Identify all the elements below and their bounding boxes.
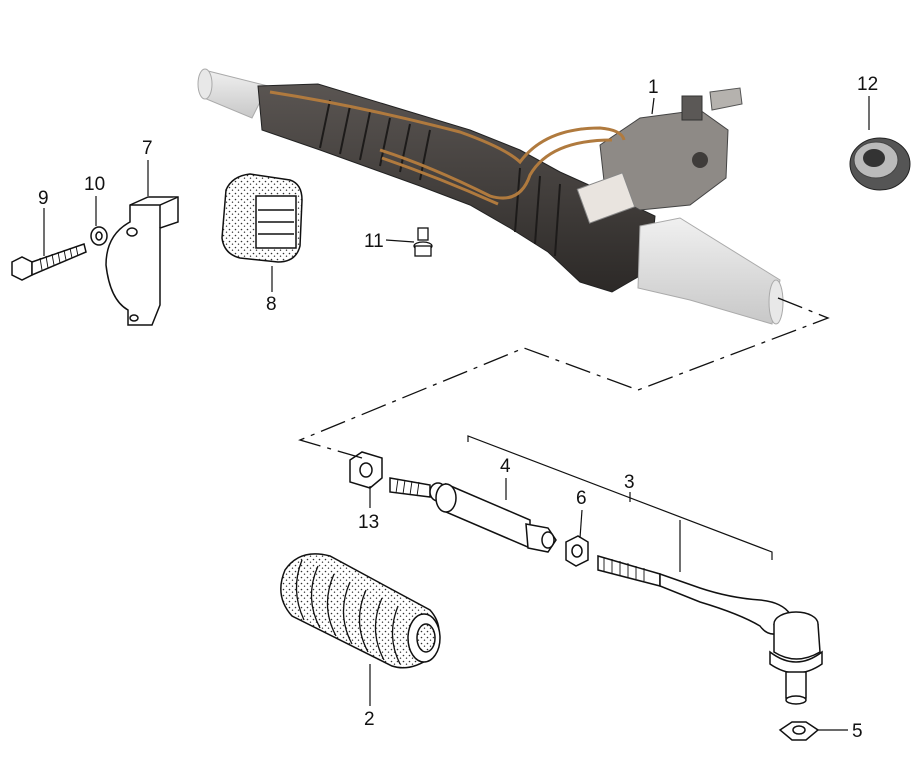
right-boot bbox=[637, 217, 784, 325]
callout-12: 12 bbox=[857, 74, 878, 95]
valve-part bbox=[413, 227, 433, 257]
callout-labels: 1 12 7 10 9 8 11 4 3 6 13 2 5 bbox=[38, 74, 878, 742]
callout-11: 11 bbox=[364, 231, 384, 252]
callout-1: 1 bbox=[648, 77, 659, 98]
hydraulic-pipes bbox=[269, 90, 626, 206]
clamp-part bbox=[105, 196, 179, 326]
inner-tie-rod-part bbox=[389, 477, 557, 553]
washer-part bbox=[90, 226, 108, 246]
ring-bushing-part bbox=[849, 137, 911, 191]
assembly-bracket bbox=[467, 435, 773, 572]
steering-rack bbox=[197, 68, 784, 325]
callout-10: 10 bbox=[84, 174, 105, 195]
assembly-dashed-lines bbox=[298, 297, 830, 459]
bushing-part bbox=[221, 173, 303, 263]
left-boot bbox=[197, 68, 269, 119]
outer-tie-rod-part bbox=[597, 555, 823, 705]
bolt-part bbox=[11, 243, 87, 281]
callout-5: 5 bbox=[852, 721, 863, 742]
small-nut-part bbox=[778, 721, 820, 741]
bellows-boot-part bbox=[280, 553, 441, 669]
callout-3: 3 bbox=[624, 472, 635, 493]
callout-2: 2 bbox=[364, 709, 375, 730]
callout-6: 6 bbox=[576, 488, 587, 509]
lock-nut-part bbox=[565, 535, 589, 567]
leader-lines bbox=[43, 96, 870, 731]
plate-washer-part bbox=[349, 451, 383, 489]
callout-4: 4 bbox=[500, 456, 511, 477]
callout-13: 13 bbox=[358, 512, 379, 533]
callout-9: 9 bbox=[38, 188, 49, 209]
callout-7: 7 bbox=[142, 138, 153, 159]
callout-8: 8 bbox=[266, 294, 277, 315]
